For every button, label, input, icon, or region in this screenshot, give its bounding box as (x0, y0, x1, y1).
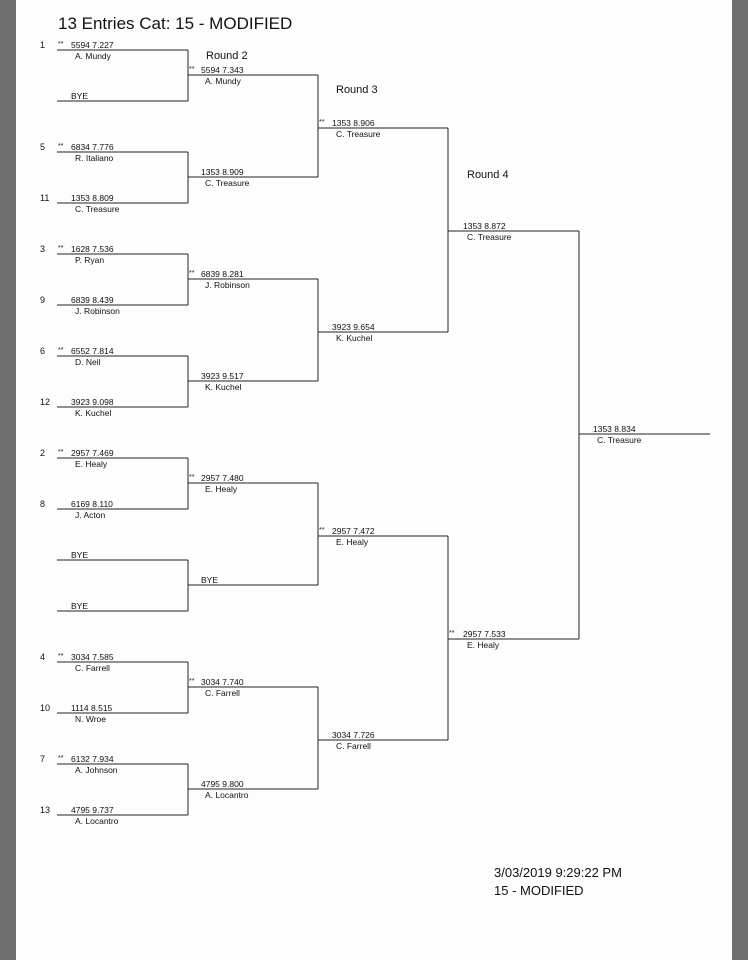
round1-name: K. Kuchel (75, 408, 112, 418)
round3-rv: 3034 7.726 (332, 730, 375, 740)
round1-stars: ** (58, 755, 64, 762)
round3-name: C. Farrell (336, 741, 371, 751)
round1-name: C. Farrell (75, 663, 110, 673)
round1-stars: ** (58, 41, 64, 48)
round1-stars: ** (58, 347, 64, 354)
round1-stars: ** (58, 449, 64, 456)
round1-rv: 4795 9.737 (71, 805, 114, 815)
round2-name: C. Treasure (205, 178, 250, 188)
page-title: 13 Entries Cat: 15 - MODIFIED (58, 14, 293, 33)
round2-stars: ** (189, 474, 195, 481)
seed-number: 12 (40, 397, 51, 407)
round1-rv: 6839 8.439 (71, 295, 114, 305)
round-4-label: Round 4 (467, 169, 509, 181)
round1-rv: BYE (71, 550, 89, 560)
final-rv: 1353 8.834 (593, 424, 636, 434)
seed-number: 10 (40, 703, 51, 713)
round2-rv: 4795 9.800 (201, 779, 244, 789)
seed-number: 7 (40, 754, 46, 764)
round2-rv: 1353 8.909 (201, 167, 244, 177)
round1-rv: 3923 9.098 (71, 397, 114, 407)
round1-name: P. Ryan (75, 255, 105, 265)
round2-rv: 2957 7.480 (201, 473, 244, 483)
footer-timestamp: 3/03/2019 9:29:22 PM (494, 865, 622, 880)
round4-rv: 1353 8.872 (463, 221, 506, 231)
round1-rv: BYE (71, 91, 89, 101)
round2-name: E. Healy (205, 484, 238, 494)
round2-name: C. Farrell (205, 688, 240, 698)
round4-name: E. Healy (467, 640, 500, 650)
round1-rv: 6132 7.934 (71, 754, 114, 764)
round1-rv: 6552 7.814 (71, 346, 114, 356)
round1-name: J. Robinson (75, 306, 120, 316)
seed-number: 9 (40, 295, 46, 305)
round1-rv: 3034 7.585 (71, 652, 114, 662)
round2-name: J. Robinson (205, 280, 250, 290)
round1-stars: ** (58, 653, 64, 660)
seed-number: 11 (40, 193, 50, 203)
round1-name: A. Johnson (75, 765, 118, 775)
round1-rv: 1628 7.536 (71, 244, 114, 254)
round3-name: E. Healy (336, 537, 369, 547)
round1-stars: ** (58, 143, 64, 150)
round1-rv: 2957 7.469 (71, 448, 114, 458)
round3-rv: 2957 7.472 (332, 526, 375, 536)
round1-name: E. Healy (75, 459, 108, 469)
round1-name: A. Mundy (75, 51, 111, 61)
round2-name: K. Kuchel (205, 382, 242, 392)
round3-name: K. Kuchel (336, 333, 373, 343)
round2-rv: 6839 8.281 (201, 269, 244, 279)
round1-stars: ** (58, 245, 64, 252)
round3-rv: 3923 9.654 (332, 322, 375, 332)
seed-number: 3 (40, 244, 46, 254)
round2-rv: BYE (201, 575, 219, 585)
seed-number: 13 (40, 805, 51, 815)
round1-name: N. Wroe (75, 714, 107, 724)
round3-stars: ** (319, 119, 325, 126)
round-2-label: Round 2 (206, 50, 248, 62)
seed-number: 1 (40, 40, 46, 50)
round-3-label: Round 3 (336, 84, 378, 96)
round3-stars: ** (319, 527, 325, 534)
seed-number: 5 (40, 142, 46, 152)
round2-stars: ** (189, 678, 195, 685)
round1-rv: 1114 8.515 (71, 703, 113, 713)
final-name: C. Treasure (597, 435, 642, 445)
round2-stars: ** (189, 270, 195, 277)
round2-stars: ** (189, 66, 195, 73)
round1-rv: BYE (71, 601, 89, 611)
round1-rv: 1353 8.809 (71, 193, 114, 203)
footer-category: 15 - MODIFIED (494, 883, 584, 898)
round3-name: C. Treasure (336, 129, 381, 139)
seed-number: 4 (40, 652, 46, 662)
round1-name: C. Treasure (75, 204, 120, 214)
bracket-sheet (16, 0, 732, 960)
round3-rv: 1353 8.906 (332, 118, 375, 128)
round4-stars: ** (449, 630, 455, 637)
round1-rv: 6169 8.110 (71, 499, 113, 509)
seed-number: 8 (40, 499, 46, 509)
round2-name: A. Mundy (205, 76, 241, 86)
round1-rv: 6834 7.776 (71, 142, 114, 152)
round1-name: J. Acton (75, 510, 106, 520)
round1-name: A. Locantro (75, 816, 119, 826)
round4-name: C. Treasure (467, 232, 512, 242)
seed-number: 2 (40, 448, 46, 458)
round2-rv: 3923 9.517 (201, 371, 244, 381)
seed-number: 6 (40, 346, 46, 356)
round2-rv: 5594 7.343 (201, 65, 244, 75)
round1-name: D. Neil (75, 357, 101, 367)
round1-rv: 5594 7.227 (71, 40, 114, 50)
round1-name: R. Italiano (75, 153, 114, 163)
round2-rv: 3034 7.740 (201, 677, 244, 687)
round4-rv: 2957 7.533 (463, 629, 506, 639)
round2-name: A. Locantro (205, 790, 249, 800)
